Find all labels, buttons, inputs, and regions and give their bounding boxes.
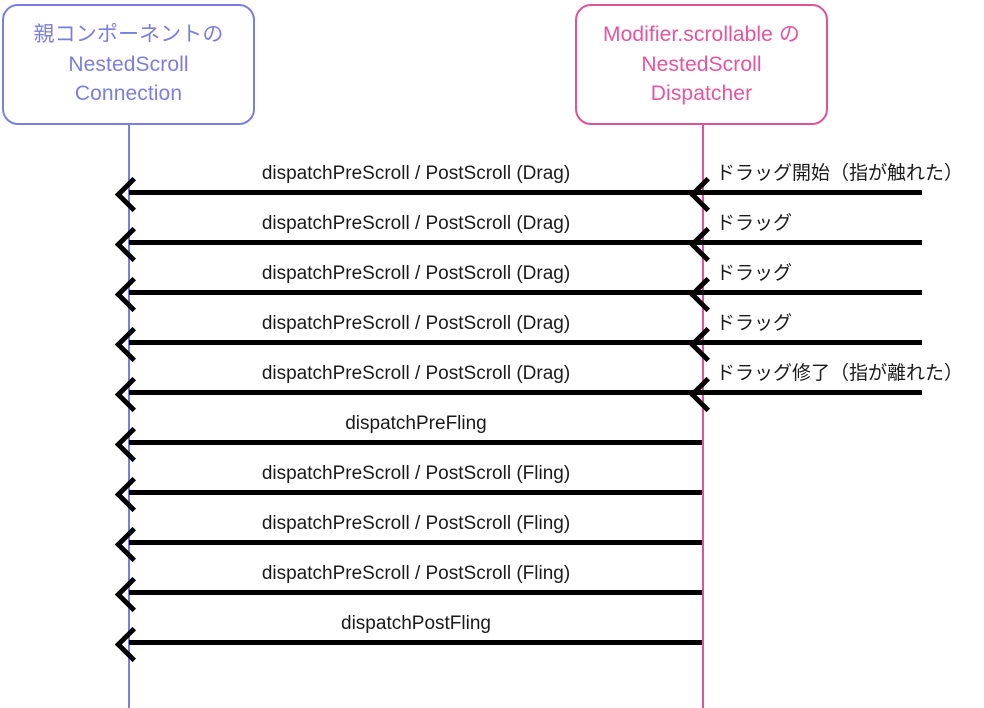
actor-right-line-3: Dispatcher <box>650 82 753 106</box>
message-label: dispatchPreScroll / PostScroll (Drag) <box>261 363 571 384</box>
actor-right-line-1: Modifier.scrollable の <box>602 22 800 46</box>
message-label: dispatchPreScroll / PostScroll (Drag) <box>261 313 571 334</box>
message-note: ドラッグ <box>716 263 793 284</box>
message-label: dispatchPreScroll / PostScroll (Fling) <box>261 563 571 584</box>
message-line <box>129 540 702 545</box>
message-note: ドラッグ <box>716 213 793 234</box>
lifeline-parent-nested-scroll-connection <box>128 125 130 708</box>
message-line <box>129 440 702 445</box>
message-line <box>129 490 702 495</box>
message-note: ドラッグ修了（指が離れた） <box>716 363 964 384</box>
message-note: ドラッグ開始（指が触れた） <box>716 163 964 184</box>
lifeline-modifier-scrollable-nested-scroll-dispatcher <box>702 125 704 708</box>
message-label: dispatchPreFling <box>345 413 487 434</box>
message-line <box>129 340 922 345</box>
message-line <box>129 390 922 395</box>
message-line <box>129 240 922 245</box>
message-line <box>129 640 702 645</box>
message-line <box>129 590 702 595</box>
message-label: dispatchPostFling <box>341 613 491 634</box>
message-line <box>129 290 922 295</box>
actor-left-line-1: 親コンポーネントの <box>33 22 224 46</box>
message-note: ドラッグ <box>716 313 793 334</box>
actor-left-line-3: Connection <box>74 82 183 106</box>
message-label: dispatchPreScroll / PostScroll (Drag) <box>261 163 571 184</box>
message-line <box>129 190 922 195</box>
actor-left-line-2: NestedScroll <box>68 52 189 76</box>
message-label: dispatchPreScroll / PostScroll (Fling) <box>261 513 571 534</box>
message-label: dispatchPreScroll / PostScroll (Fling) <box>261 463 571 484</box>
message-label: dispatchPreScroll / PostScroll (Drag) <box>261 263 571 284</box>
message-label: dispatchPreScroll / PostScroll (Drag) <box>261 213 571 234</box>
actor-right-line-2: NestedScroll <box>641 52 762 76</box>
actor-box-modifier-scrollable-nested-scroll-dispatcher[interactable]: Modifier.scrollable の NestedScroll Dispa… <box>575 4 828 125</box>
actor-box-parent-nested-scroll-connection[interactable]: 親コンポーネントの NestedScroll Connection <box>2 4 255 125</box>
